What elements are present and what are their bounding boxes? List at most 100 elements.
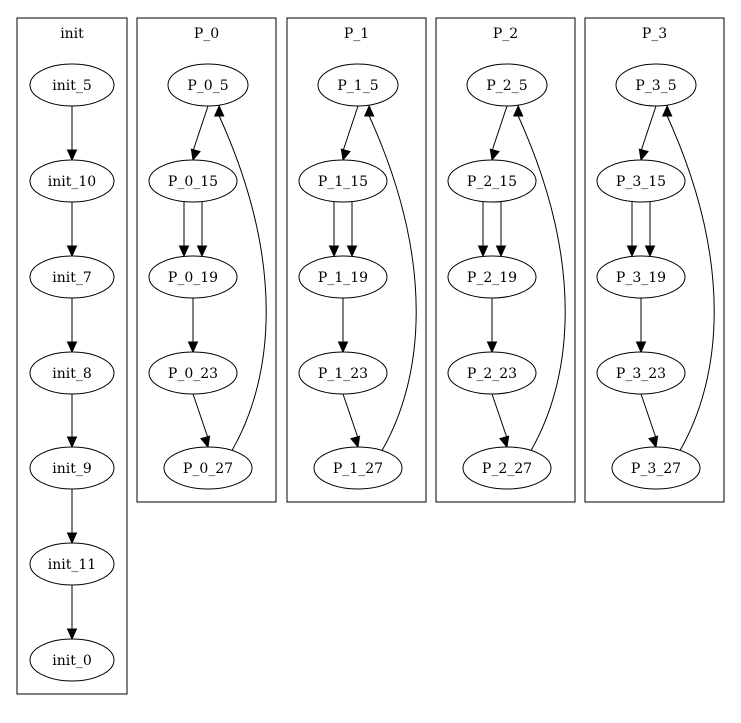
edge-init-8-to-init-9-arrow (66, 436, 78, 449)
node-init-0-label: init_0 (52, 653, 92, 669)
cluster-p-0-frame (136, 17, 277, 503)
edge-p-2-5-to-p-2-15-arrow (489, 148, 500, 162)
node-init-9-label: init_9 (52, 461, 92, 477)
node-p-3-23 (596, 351, 686, 395)
edge-p-3-19-to-p-3-23-arrow (635, 341, 647, 354)
cluster-init-title: init (60, 26, 84, 42)
node-p-3-19 (596, 255, 686, 299)
node-p-1-23 (298, 351, 388, 395)
edge-p-3-15-to-p-3-19-arrow (626, 245, 638, 258)
edge-p-2-27-to-p-2-5-arrow (512, 104, 524, 117)
node-p-2-15-label: P_2_15 (467, 174, 517, 190)
cluster-p-3-title: P_3 (642, 26, 667, 42)
edge-p-3-27-to-p-3-5 (666, 115, 715, 451)
node-p-2-27 (462, 446, 552, 490)
node-init-7 (29, 255, 115, 299)
edge-p-1-27-to-p-1-5 (368, 115, 417, 451)
node-init-10 (29, 159, 115, 203)
node-p-3-5 (615, 63, 697, 107)
cluster-p-2-title: P_2 (493, 26, 518, 42)
node-p-0-27 (163, 446, 253, 490)
node-init-5-label: init_5 (52, 78, 92, 94)
cluster-p-3-frame (584, 17, 725, 503)
edge-p-3-5-to-p-3-15 (640, 105, 657, 152)
nodes-layer: init_5 init_10 init_7 init_8 init_9 init_11in… (29, 63, 701, 682)
edge-p-0-15-to-p-0-19-2-arrow (196, 245, 208, 258)
node-p-3-5-label: P_3_5 (635, 78, 676, 94)
edge-init-7-to-init-8-arrow (66, 341, 78, 354)
edge-init-11-to-init-0-arrow (66, 628, 78, 641)
edge-init-5-to-init-10-arrow (66, 149, 78, 162)
node-p-0-19 (148, 255, 238, 299)
node-p-0-23 (148, 351, 238, 395)
edge-p-2-15-to-p-2-19-arrow (477, 245, 489, 258)
cluster-init-frame (16, 17, 128, 695)
node-p-2-5-label: P_2_5 (486, 78, 527, 94)
edge-p-1-15-to-p-1-19-2-arrow (346, 245, 358, 258)
node-p-0-27-label: P_0_27 (183, 461, 233, 477)
cluster-p-1-frame (286, 17, 427, 503)
edge-p-2-15-to-p-2-19-2-arrow (495, 245, 507, 258)
edge-p-0-15-to-p-0-19-arrow (178, 245, 190, 258)
node-p-1-15-label: P_1_15 (318, 174, 368, 190)
node-init-11 (29, 542, 115, 586)
edge-p-0-23-to-p-0-27 (192, 393, 209, 439)
node-p-3-27-label: P_3_27 (631, 461, 681, 477)
node-init-8 (29, 351, 115, 395)
edge-p-0-27-to-p-0-5-arrow (213, 104, 225, 117)
node-p-1-15 (298, 159, 388, 203)
edge-p-0-5-to-p-0-15 (192, 105, 209, 152)
node-p-1-27-label: P_1_27 (333, 461, 383, 477)
node-p-0-19-label: P_0_19 (168, 270, 218, 286)
node-p-2-19 (447, 255, 537, 299)
edge-p-2-23-to-p-2-27 (491, 393, 508, 439)
node-p-2-23-label: P_2_23 (467, 366, 517, 382)
edge-p-3-15-to-p-3-19-2-arrow (644, 245, 656, 258)
edge-p-1-15-to-p-1-19-arrow (328, 245, 340, 258)
edge-p-2-23-to-p-2-27-arrow (499, 435, 510, 449)
edge-p-3-5-to-p-3-15-arrow (638, 148, 649, 162)
edge-p-1-19-to-p-1-23-arrow (337, 341, 349, 354)
node-init-8-label: init_8 (52, 366, 92, 382)
edge-p-0-27-to-p-0-5 (218, 115, 267, 451)
node-p-2-19-label: P_2_19 (467, 270, 517, 286)
node-init-0 (29, 638, 115, 682)
cluster-p-2-frame (435, 17, 576, 503)
edge-p-2-5-to-p-2-15 (491, 105, 508, 152)
edge-p-3-23-to-p-3-27-arrow (648, 435, 659, 449)
edges-layer (66, 104, 715, 641)
edge-p-2-19-to-p-2-23-arrow (486, 341, 498, 354)
node-p-3-15 (596, 159, 686, 203)
node-p-1-27 (313, 446, 403, 490)
node-p-0-15-label: P_0_15 (168, 174, 218, 190)
cluster-p-0-title: P_0 (194, 26, 219, 42)
edge-p-0-5-to-p-0-15-arrow (190, 148, 201, 162)
edge-p-2-27-to-p-2-5 (517, 115, 566, 451)
node-p-1-19 (298, 255, 388, 299)
node-init-9 (29, 446, 115, 490)
edge-p-1-23-to-p-1-27 (342, 393, 359, 439)
edge-p-0-23-to-p-0-27-arrow (200, 435, 211, 449)
edge-p-1-27-to-p-1-5-arrow (363, 104, 375, 117)
node-p-1-23-label: P_1_23 (318, 366, 368, 382)
edge-init-10-to-init-7-arrow (66, 245, 78, 258)
edge-p-3-23-to-p-3-27 (640, 393, 657, 439)
node-p-1-5 (317, 63, 399, 107)
node-p-3-15-label: P_3_15 (616, 174, 666, 190)
node-p-0-5-label: P_0_5 (187, 78, 228, 94)
node-init-10-label: init_10 (48, 174, 96, 190)
edge-p-1-23-to-p-1-27-arrow (350, 435, 361, 449)
node-p-2-15 (447, 159, 537, 203)
node-init-7-label: init_7 (52, 270, 92, 286)
edge-init-9-to-init-11-arrow (66, 532, 78, 545)
node-init-11-label: init_11 (48, 557, 96, 573)
node-p-1-5-label: P_1_5 (337, 78, 378, 94)
node-p-1-19-label: P_1_19 (318, 270, 368, 286)
edge-p-3-27-to-p-3-5-arrow (661, 104, 673, 117)
node-init-5 (29, 63, 115, 107)
edge-p-0-19-to-p-0-23-arrow (187, 341, 199, 354)
node-p-0-23-label: P_0_23 (168, 366, 218, 382)
node-p-0-15 (148, 159, 238, 203)
